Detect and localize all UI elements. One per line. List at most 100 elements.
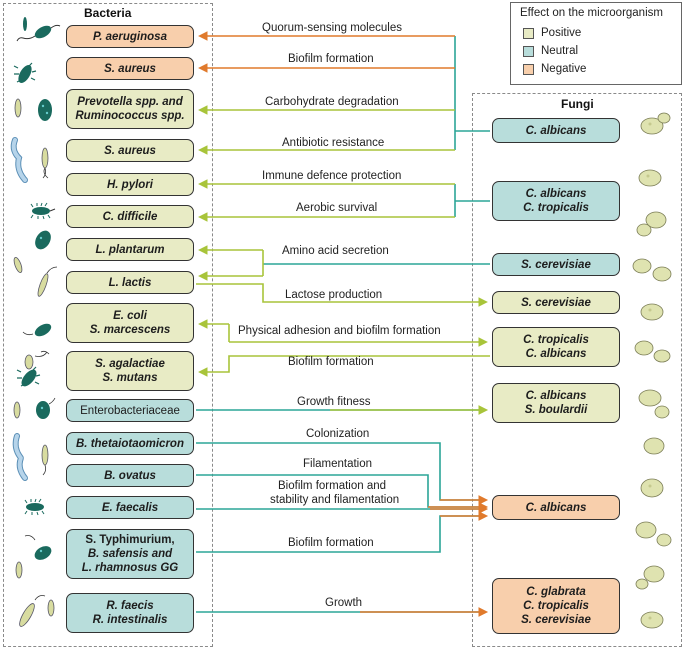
interaction-label: Lactose production [285, 289, 383, 301]
bacteria-name: E. faecalis [101, 501, 159, 514]
hairy-rod-icon [13, 62, 37, 84]
flagellated-rod-green-icon [16, 17, 61, 42]
bacteria-name: S. Typhimurium, [85, 534, 175, 546]
bacteria-name: H. pylori [106, 178, 153, 191]
bacteria-name: C. difficile [102, 210, 158, 223]
legend-item-neutral: Neutral [523, 45, 578, 57]
yeast-cell-icon [640, 112, 671, 135]
fungi-panel-title: Fungi [561, 97, 594, 111]
bacteria-box-r-faecis-r-intestinalis: R. faecis R. intestinalis [66, 593, 194, 633]
fungi-name: C. tropicalis [523, 334, 589, 346]
legend-item-positive: Positive [523, 27, 581, 39]
bacteria-box-b-thetaiotaomicron: B. thetaiotaomicron [66, 432, 194, 455]
yeast-cell-icon [634, 340, 671, 363]
interaction-label: Antibiotic resistance [282, 137, 385, 149]
bacteria-box-l-lactis: L. lactis [66, 271, 194, 294]
bacteria-name: S. marcescens [89, 324, 171, 336]
flagellated-oval-icon [22, 323, 52, 370]
bacteria-panel-title: Bacteria [84, 6, 132, 20]
interaction-label: Colonization [306, 428, 370, 440]
bacteria-name: P. aeruginosa [93, 30, 167, 43]
fungi-illustrations [632, 112, 672, 629]
legend-title: Effect on the microorganism [520, 7, 663, 19]
yeast-cell-icon [632, 258, 672, 282]
fungi-name: S. cerevisiae [521, 296, 591, 309]
bacteria-box-enterobacteriaceae: Enterobacteriaceae [66, 399, 194, 422]
bacteria-box-typhimurium-safensis-rhamnosus: S. Typhimurium, B. safensis and L. rhamn… [66, 529, 194, 579]
legend-swatch-neutral [523, 45, 534, 57]
fungi-box-c-albicans-negative: C. albicans [492, 495, 620, 520]
bacteria-box-h-pylori: H. pylori [66, 173, 194, 196]
bacteria-box-c-difficile: C. difficile [66, 205, 194, 228]
bacteria-name: S. agalactiae [95, 358, 165, 370]
mixed-cells-icon [13, 397, 56, 419]
bacteria-name: B. ovatus [104, 469, 156, 482]
fungi-name: C. tropicalis [523, 600, 589, 612]
arrow-biofilm-agalactiae [198, 355, 490, 377]
fungi-box-s-cerevisiae-positive: S. cerevisiae [492, 291, 620, 314]
bacteria-box-l-plantarum: L. plantarum [66, 238, 194, 261]
fungi-name: S. cerevisiae [521, 614, 591, 626]
bacteria-name: S. aureus [104, 62, 156, 75]
fungi-box-c-tropicalis-c-albicans: C. tropicalis C. albicans [492, 327, 620, 367]
bacteria-box-e-coli-s-marcescens: E. coli S. marcescens [66, 303, 194, 343]
bacteria-box-b-ovatus: B. ovatus [66, 464, 194, 487]
fungi-box-c-albicans-c-tropicalis: C. albicans C. tropicalis [492, 181, 620, 221]
interaction-label: Aerobic survival [296, 202, 378, 214]
bacteria-name: Ruminococcus spp. [75, 110, 185, 122]
interaction-label: Quorum-sensing molecules [262, 22, 402, 34]
chain-bacteria-icon [10, 137, 49, 183]
bacteria-box-s-aureus-positive: S. aureus [66, 139, 194, 162]
yeast-cell-icon [638, 389, 670, 419]
bacteria-name: Prevotella spp. and [77, 96, 183, 108]
interaction-label: Biofilm formation [288, 537, 374, 549]
legend-item-negative: Negative [523, 63, 586, 75]
fungi-name: S. cerevisiae [521, 258, 591, 271]
fungi-name: C. albicans [525, 501, 587, 514]
bacteria-box-prevotella-ruminococcus: Prevotella spp. and Ruminococcus spp. [66, 89, 194, 129]
rod-cells-icon [14, 98, 52, 121]
spiky-rod-2-icon [24, 498, 45, 516]
fungi-panel [472, 93, 682, 647]
bacteria-box-e-faecalis: E. faecalis [66, 496, 194, 519]
legend-label-neutral: Neutral [541, 45, 579, 57]
bacteria-name: S. aureus [104, 144, 156, 157]
bacteria-name: B. safensis and [87, 548, 173, 560]
interaction-label: stability and filamentation [270, 494, 400, 506]
fungi-box-c-albicans-neutral: C. albicans [492, 118, 620, 143]
bacteria-illustrations [10, 17, 61, 627]
bacteria-box-p-aeruginosa: P. aeruginosa [66, 25, 194, 48]
interaction-label: Growth fitness [297, 396, 371, 408]
yeast-cell-icon [635, 565, 665, 590]
interaction-label: Growth [325, 597, 363, 609]
spiky-rod-icon [30, 202, 56, 220]
yeast-cell-icon [636, 211, 667, 237]
bacteria-box-s-agalactiae-s-mutans: S. agalactiae S. mutans [66, 351, 194, 391]
interaction-label: Biofilm formation [288, 356, 374, 368]
legend-swatch-positive [523, 27, 534, 39]
yeast-cell-icon [640, 303, 664, 321]
chain-bacteria-2-icon [12, 433, 49, 481]
hairy-rod-2-icon [16, 366, 41, 387]
bacteria-name: S. mutans [102, 372, 158, 384]
yeast-cell-icon [638, 169, 662, 187]
interaction-label: Biofilm formation and [278, 480, 387, 492]
fungi-box-c-albicans-s-boulardii: C. albicans S. boulardii [492, 383, 620, 423]
legend-swatch-negative [523, 63, 534, 75]
yeast-cell-icon [635, 521, 672, 547]
interaction-label: Filamentation [303, 458, 373, 470]
rod-flagella-icon [19, 595, 55, 627]
fungi-box-glabrata-tropicalis-cerevisiae: C. glabrata C. tropicalis S. cerevisiae [492, 578, 620, 634]
fungi-name: C. albicans [525, 124, 587, 137]
yeast-cell-icon [640, 478, 664, 498]
legend: Effect on the microorganism Positive Neu… [510, 2, 682, 85]
interaction-label: Immune defence protection [262, 170, 402, 182]
legend-label-positive: Positive [541, 27, 582, 39]
arrow-lactose-production [196, 283, 488, 307]
fungi-name: C. glabrata [526, 586, 586, 598]
interaction-label: Amino acid secretion [282, 245, 389, 257]
bacteria-name: B. thetaiotaomicron [76, 437, 184, 450]
bacteria-name: R. intestinalis [92, 614, 168, 626]
